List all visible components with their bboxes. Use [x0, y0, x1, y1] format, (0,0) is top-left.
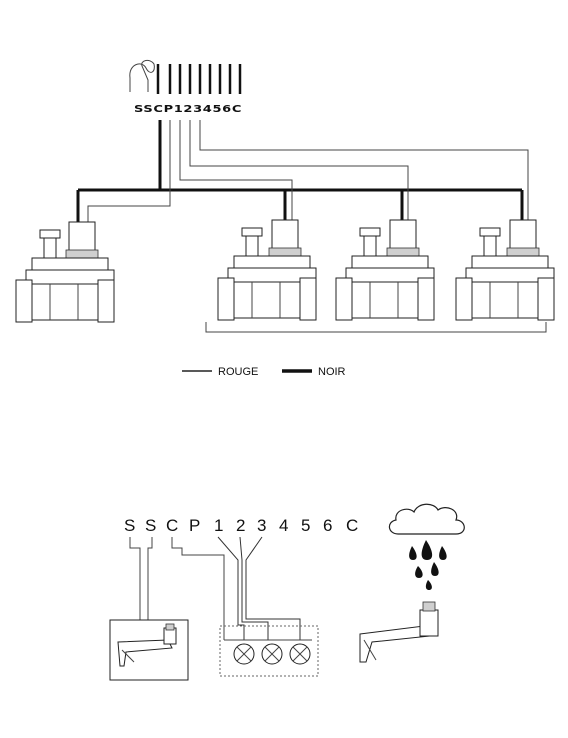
terminal-labels-top: SSCP123456C [134, 104, 242, 115]
zone-wires [218, 537, 300, 640]
terminal-pins [158, 64, 240, 94]
terminal-label: P [189, 516, 200, 535]
legend: ROUGE NOIR [182, 366, 346, 378]
indicator-lamp-icon [234, 644, 254, 664]
solenoid-valve-icon [456, 220, 554, 320]
terminal-label: S [124, 516, 135, 535]
rain-sensor-box [110, 620, 188, 680]
terminal-label: C [346, 516, 358, 535]
rain-sensor-icon [360, 602, 438, 662]
lamp-board [220, 626, 318, 676]
sensor-wires [130, 537, 152, 620]
solenoid-valve-icon [218, 220, 316, 320]
terminal-label: 6 [323, 516, 332, 535]
solenoid-valve-icon [16, 222, 114, 322]
indicator-lamp-icon [290, 644, 310, 664]
terminal-label: 5 [301, 516, 310, 535]
wire-loop-icon [130, 60, 155, 92]
rain-cloud-icon [389, 504, 464, 590]
legend-noir-label: NOIR [318, 366, 346, 378]
indicator-lamp-icon [262, 644, 282, 664]
terminal-labels-bottom: S S C P 1 2 3 4 5 6 C [124, 516, 358, 535]
terminal-label: C [166, 516, 178, 535]
solenoid-valve-icon [336, 220, 434, 320]
legend-rouge-label: ROUGE [218, 366, 258, 378]
top-wiring-diagram: SSCP123456C [16, 60, 554, 378]
common-wires-noir [78, 120, 522, 225]
signal-wires-rouge [88, 120, 528, 225]
terminal-label: S [145, 516, 156, 535]
terminal-label: 2 [236, 516, 245, 535]
terminal-label: 3 [257, 516, 266, 535]
terminal-label: 4 [279, 516, 288, 535]
bottom-wiring-diagram: S S C P 1 2 3 4 5 6 C [110, 504, 464, 680]
terminal-strip-top: SSCP123456C [130, 60, 242, 115]
valve-group-bracket [206, 322, 546, 332]
terminal-label: 1 [214, 516, 223, 535]
